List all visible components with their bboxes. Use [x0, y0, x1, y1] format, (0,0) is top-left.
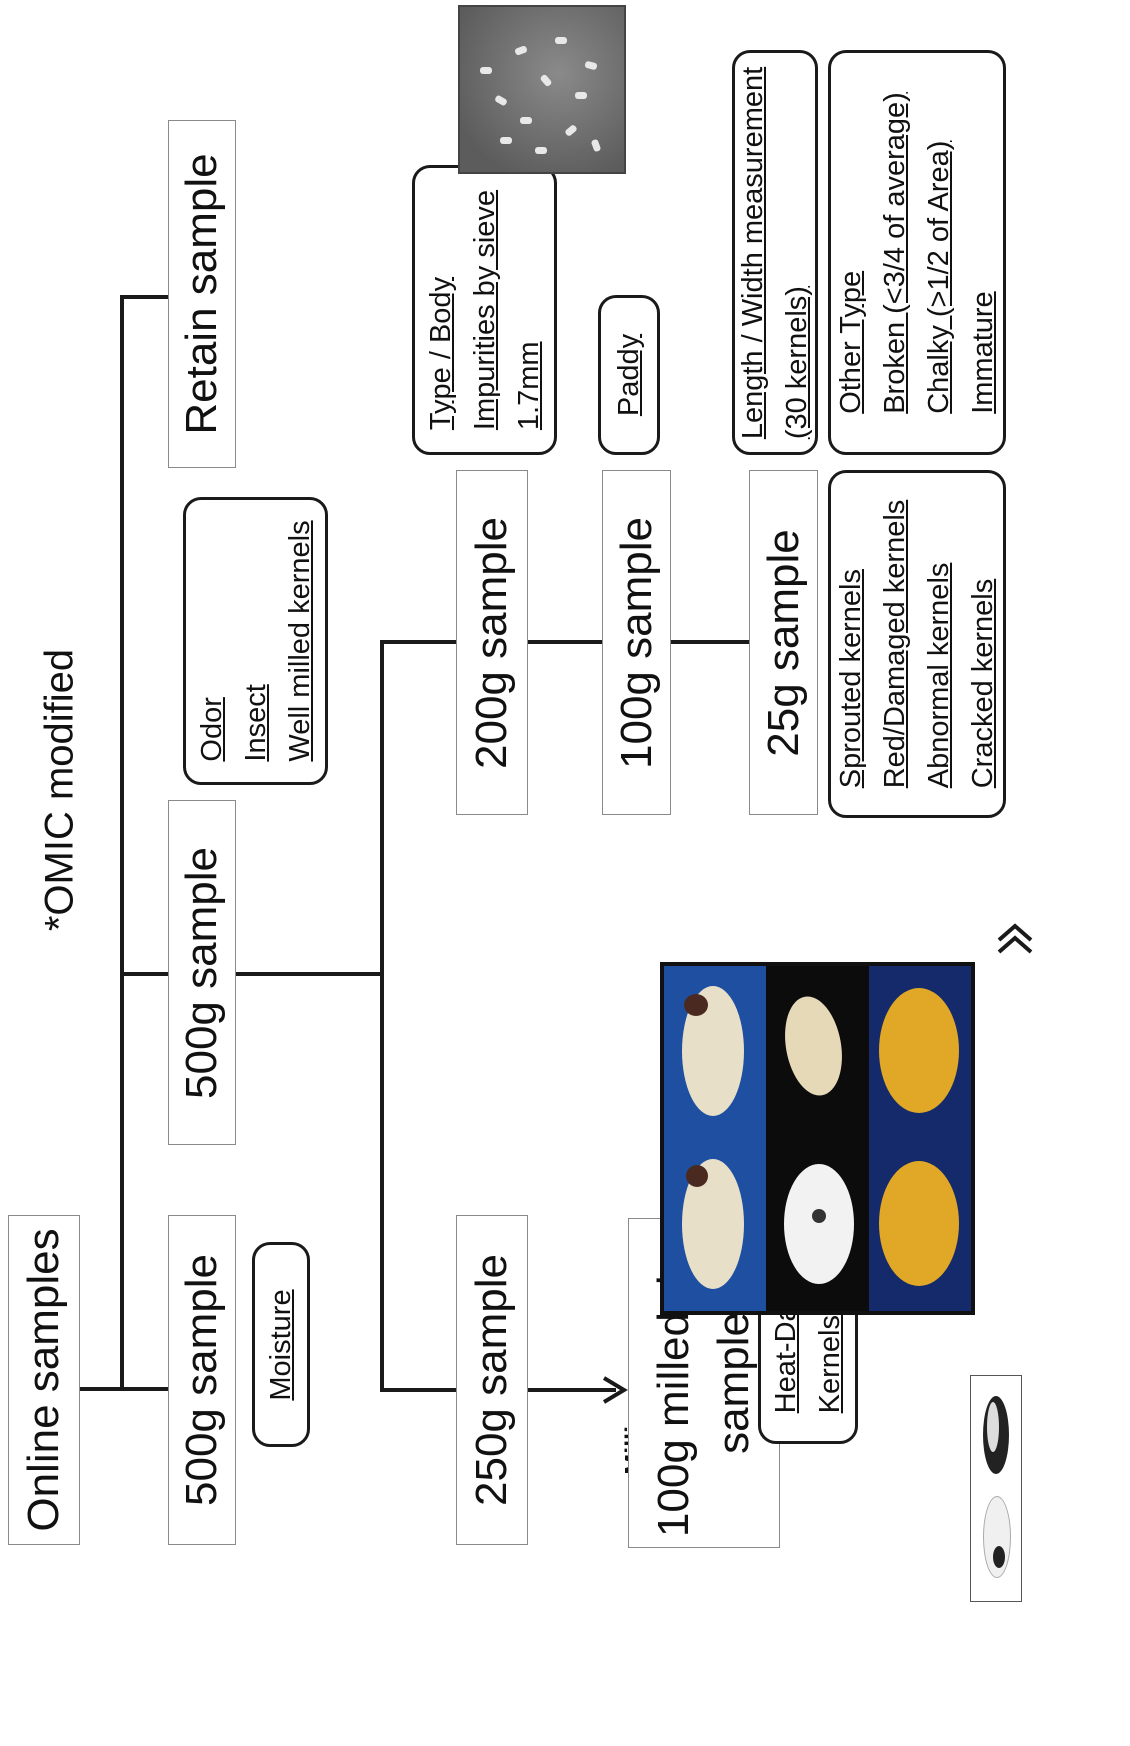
damaged-kernels-photo-grid: [660, 962, 975, 1315]
chevron-up-icon: [997, 923, 1033, 954]
connector: [380, 640, 384, 1392]
connector: [671, 640, 749, 644]
odor-insect-box: Odor Insect Well milled kernels: [183, 497, 328, 785]
sample-500g-left-box: 500g sample: [168, 1215, 236, 1545]
milling-arrow: [528, 1388, 616, 1392]
sprouted-kernels-box: Sprouted kernels Red/Damaged kernels Abn…: [828, 470, 1006, 818]
connector: [120, 295, 168, 299]
connector: [380, 640, 456, 644]
connector: [120, 972, 168, 976]
diagram-title: *OMIC modified: [37, 648, 82, 932]
sample-200g-box: 200g sample: [456, 470, 528, 815]
arrow-head-icon: [602, 1376, 628, 1404]
heat-damaged-kernels-photo: [970, 1375, 1022, 1602]
connector: [80, 1387, 124, 1391]
other-type-box: Other Type Broken (<3/4 of average) Chal…: [828, 50, 1006, 455]
type-body-box: Type / Body Impurities by sieve 1.7mm: [412, 165, 557, 455]
length-width-box: Length / Width measurement (30 kernels): [732, 50, 818, 455]
sample-100g-box: 100g sample: [602, 470, 671, 815]
connector: [120, 1387, 168, 1391]
moisture-box: Moisture: [252, 1242, 310, 1447]
sample-25g-box: 25g sample: [749, 470, 818, 815]
scattered-rice-grains-photo: [458, 5, 626, 174]
connector: [236, 972, 382, 976]
sample-250g-box: 250g sample: [456, 1215, 528, 1545]
connector: [380, 1388, 456, 1392]
online-samples-box: Online samples: [8, 1215, 80, 1545]
paddy-box: Paddy: [598, 295, 660, 455]
connector: [120, 295, 124, 1389]
sample-500g-middle-box: 500g sample: [168, 800, 236, 1145]
connector: [528, 640, 602, 644]
retain-sample-box: Retain sample: [168, 120, 236, 468]
